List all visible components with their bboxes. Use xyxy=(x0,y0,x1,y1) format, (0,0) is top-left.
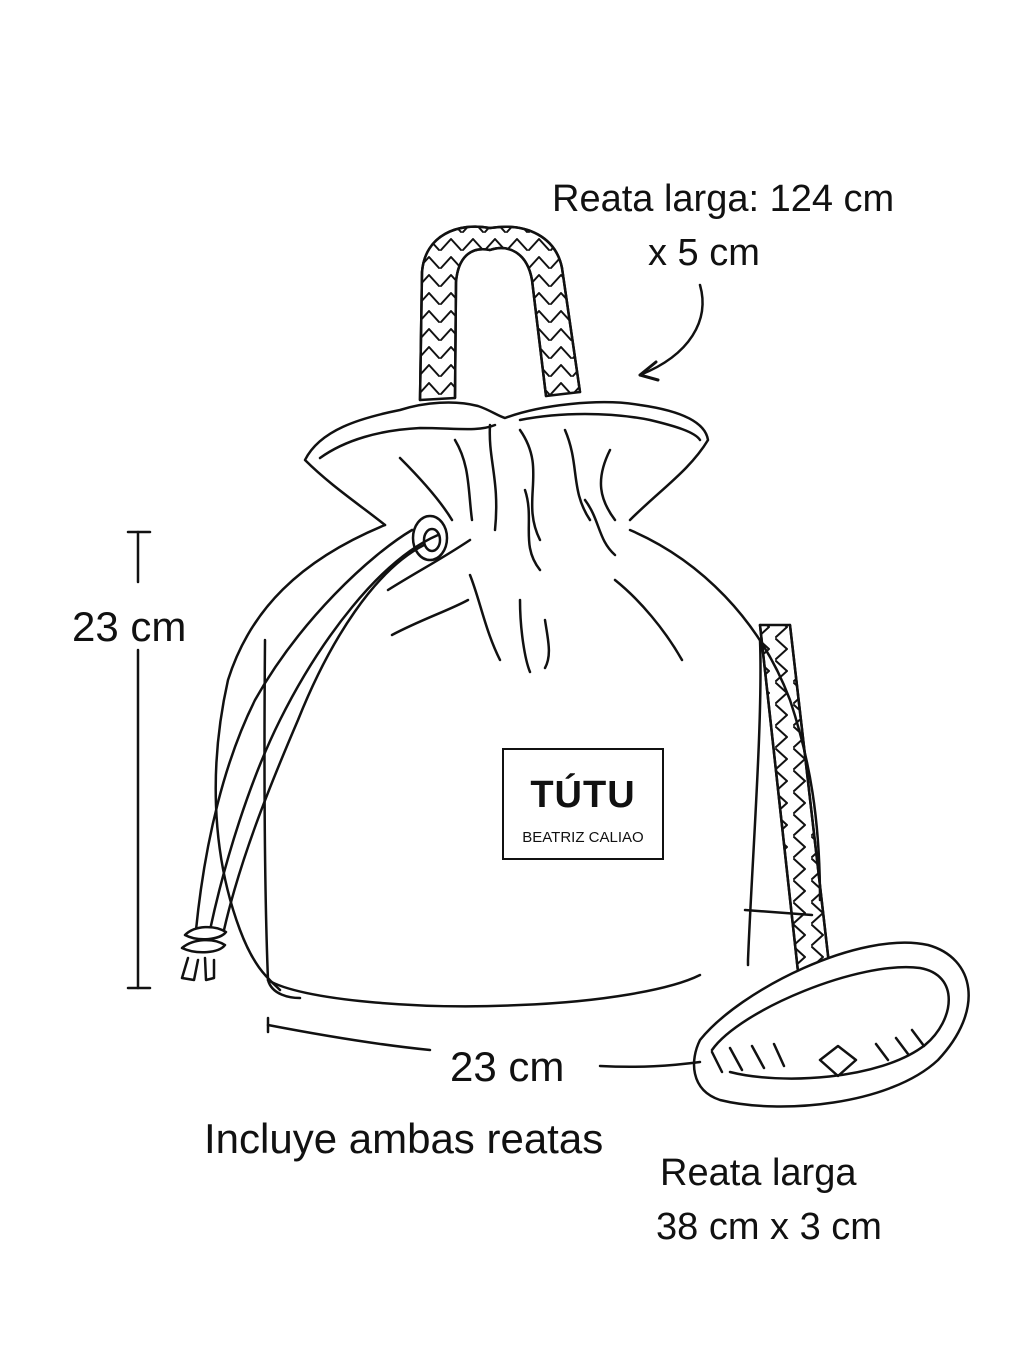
top-handle-strap xyxy=(418,225,582,402)
pointer-arrow xyxy=(638,283,704,382)
bottom-loop-strap xyxy=(692,941,970,1108)
short-strap-title: Reata larga xyxy=(660,1152,857,1194)
drawstring-cord xyxy=(180,528,440,982)
height-label: 23 cm xyxy=(72,603,187,650)
brand-name: TÚTU xyxy=(530,774,636,816)
side-strap xyxy=(758,623,834,992)
height-dimension-line xyxy=(126,530,152,990)
includes-note: Incluye ambas reatas xyxy=(204,1115,604,1162)
long-strap-width: x 5 cm xyxy=(648,232,760,274)
long-strap-title: Reata larga: 124 cm xyxy=(552,178,895,220)
width-dimension-line xyxy=(266,1016,702,1069)
brand-label: TÚTU BEATRIZ CALIAO xyxy=(502,748,664,860)
width-label: 23 cm xyxy=(450,1043,565,1090)
short-strap-size: 38 cm x 3 cm xyxy=(656,1206,882,1248)
brand-subtitle: BEATRIZ CALIAO xyxy=(522,829,644,846)
bag-top-ruffle xyxy=(303,401,710,572)
